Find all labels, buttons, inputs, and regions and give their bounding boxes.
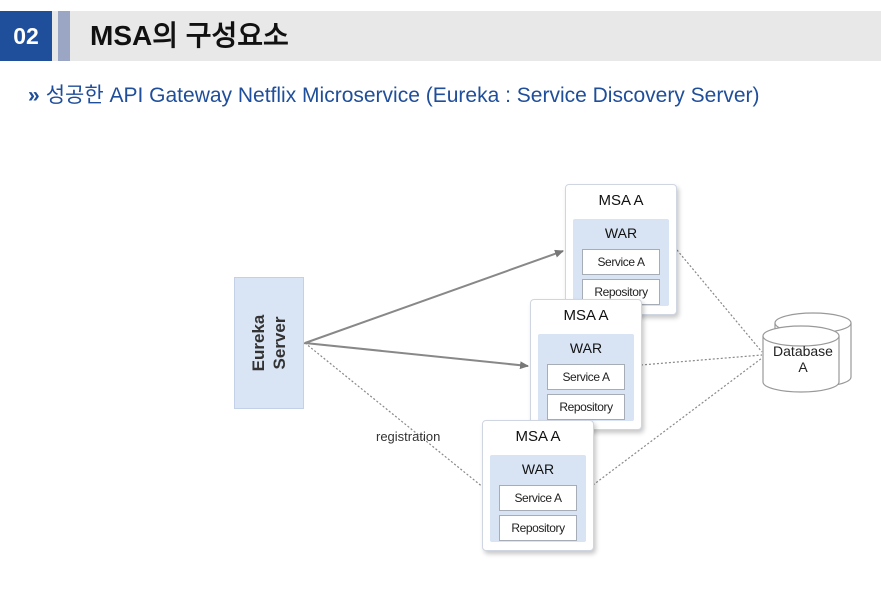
- page-title: MSA의 구성요소: [90, 20, 289, 51]
- war-container: WAR Service A Repository: [538, 334, 634, 421]
- msa-title: MSA A: [598, 192, 644, 209]
- registration-label: registration: [376, 429, 441, 444]
- eureka-server-label: Eureka Server: [248, 314, 289, 372]
- war-label: WAR: [604, 225, 638, 241]
- connector-eureka-msa-bottom: [304, 342, 485, 489]
- msa-box-top: MSA A WAR Service A Repository: [565, 184, 677, 315]
- header-bar: [0, 11, 881, 61]
- war-container: WAR Service A Repository: [490, 455, 586, 542]
- war-container: WAR Service A Repository: [573, 219, 669, 306]
- double-chevron-icon: »: [28, 84, 40, 107]
- eureka-server-box: Eureka Server: [234, 277, 304, 409]
- msa-title: MSA A: [563, 307, 609, 324]
- repository-box: Repository: [547, 394, 625, 420]
- repository-box: Repository: [499, 515, 577, 541]
- database-label: Database A: [773, 343, 833, 376]
- connector-eureka-msa-top: [296, 249, 564, 350]
- connector-msa-top-database: [676, 249, 763, 353]
- header-accent-bar: [58, 11, 70, 61]
- section-number-badge: 02: [0, 11, 52, 61]
- msa-box-middle: MSA A WAR Service A Repository: [530, 299, 642, 430]
- service-box: Service A: [582, 249, 660, 275]
- database-cylinder: [762, 325, 840, 393]
- subtitle: »성공한 API Gateway Netflix Microservice (E…: [28, 79, 760, 109]
- connector-eureka-msa-middle: [304, 342, 529, 370]
- msa-box-bottom: MSA A WAR Service A Repository: [482, 420, 594, 551]
- subtitle-text: 성공한 API Gateway Netflix Microservice (Eu…: [45, 84, 760, 107]
- war-label: WAR: [521, 461, 555, 477]
- service-box: Service A: [499, 485, 577, 511]
- connector-msa-bottom-database: [592, 357, 763, 486]
- service-box: Service A: [547, 364, 625, 390]
- connector-msa-middle-database: [640, 354, 763, 366]
- msa-title: MSA A: [515, 428, 561, 445]
- war-label: WAR: [569, 340, 603, 356]
